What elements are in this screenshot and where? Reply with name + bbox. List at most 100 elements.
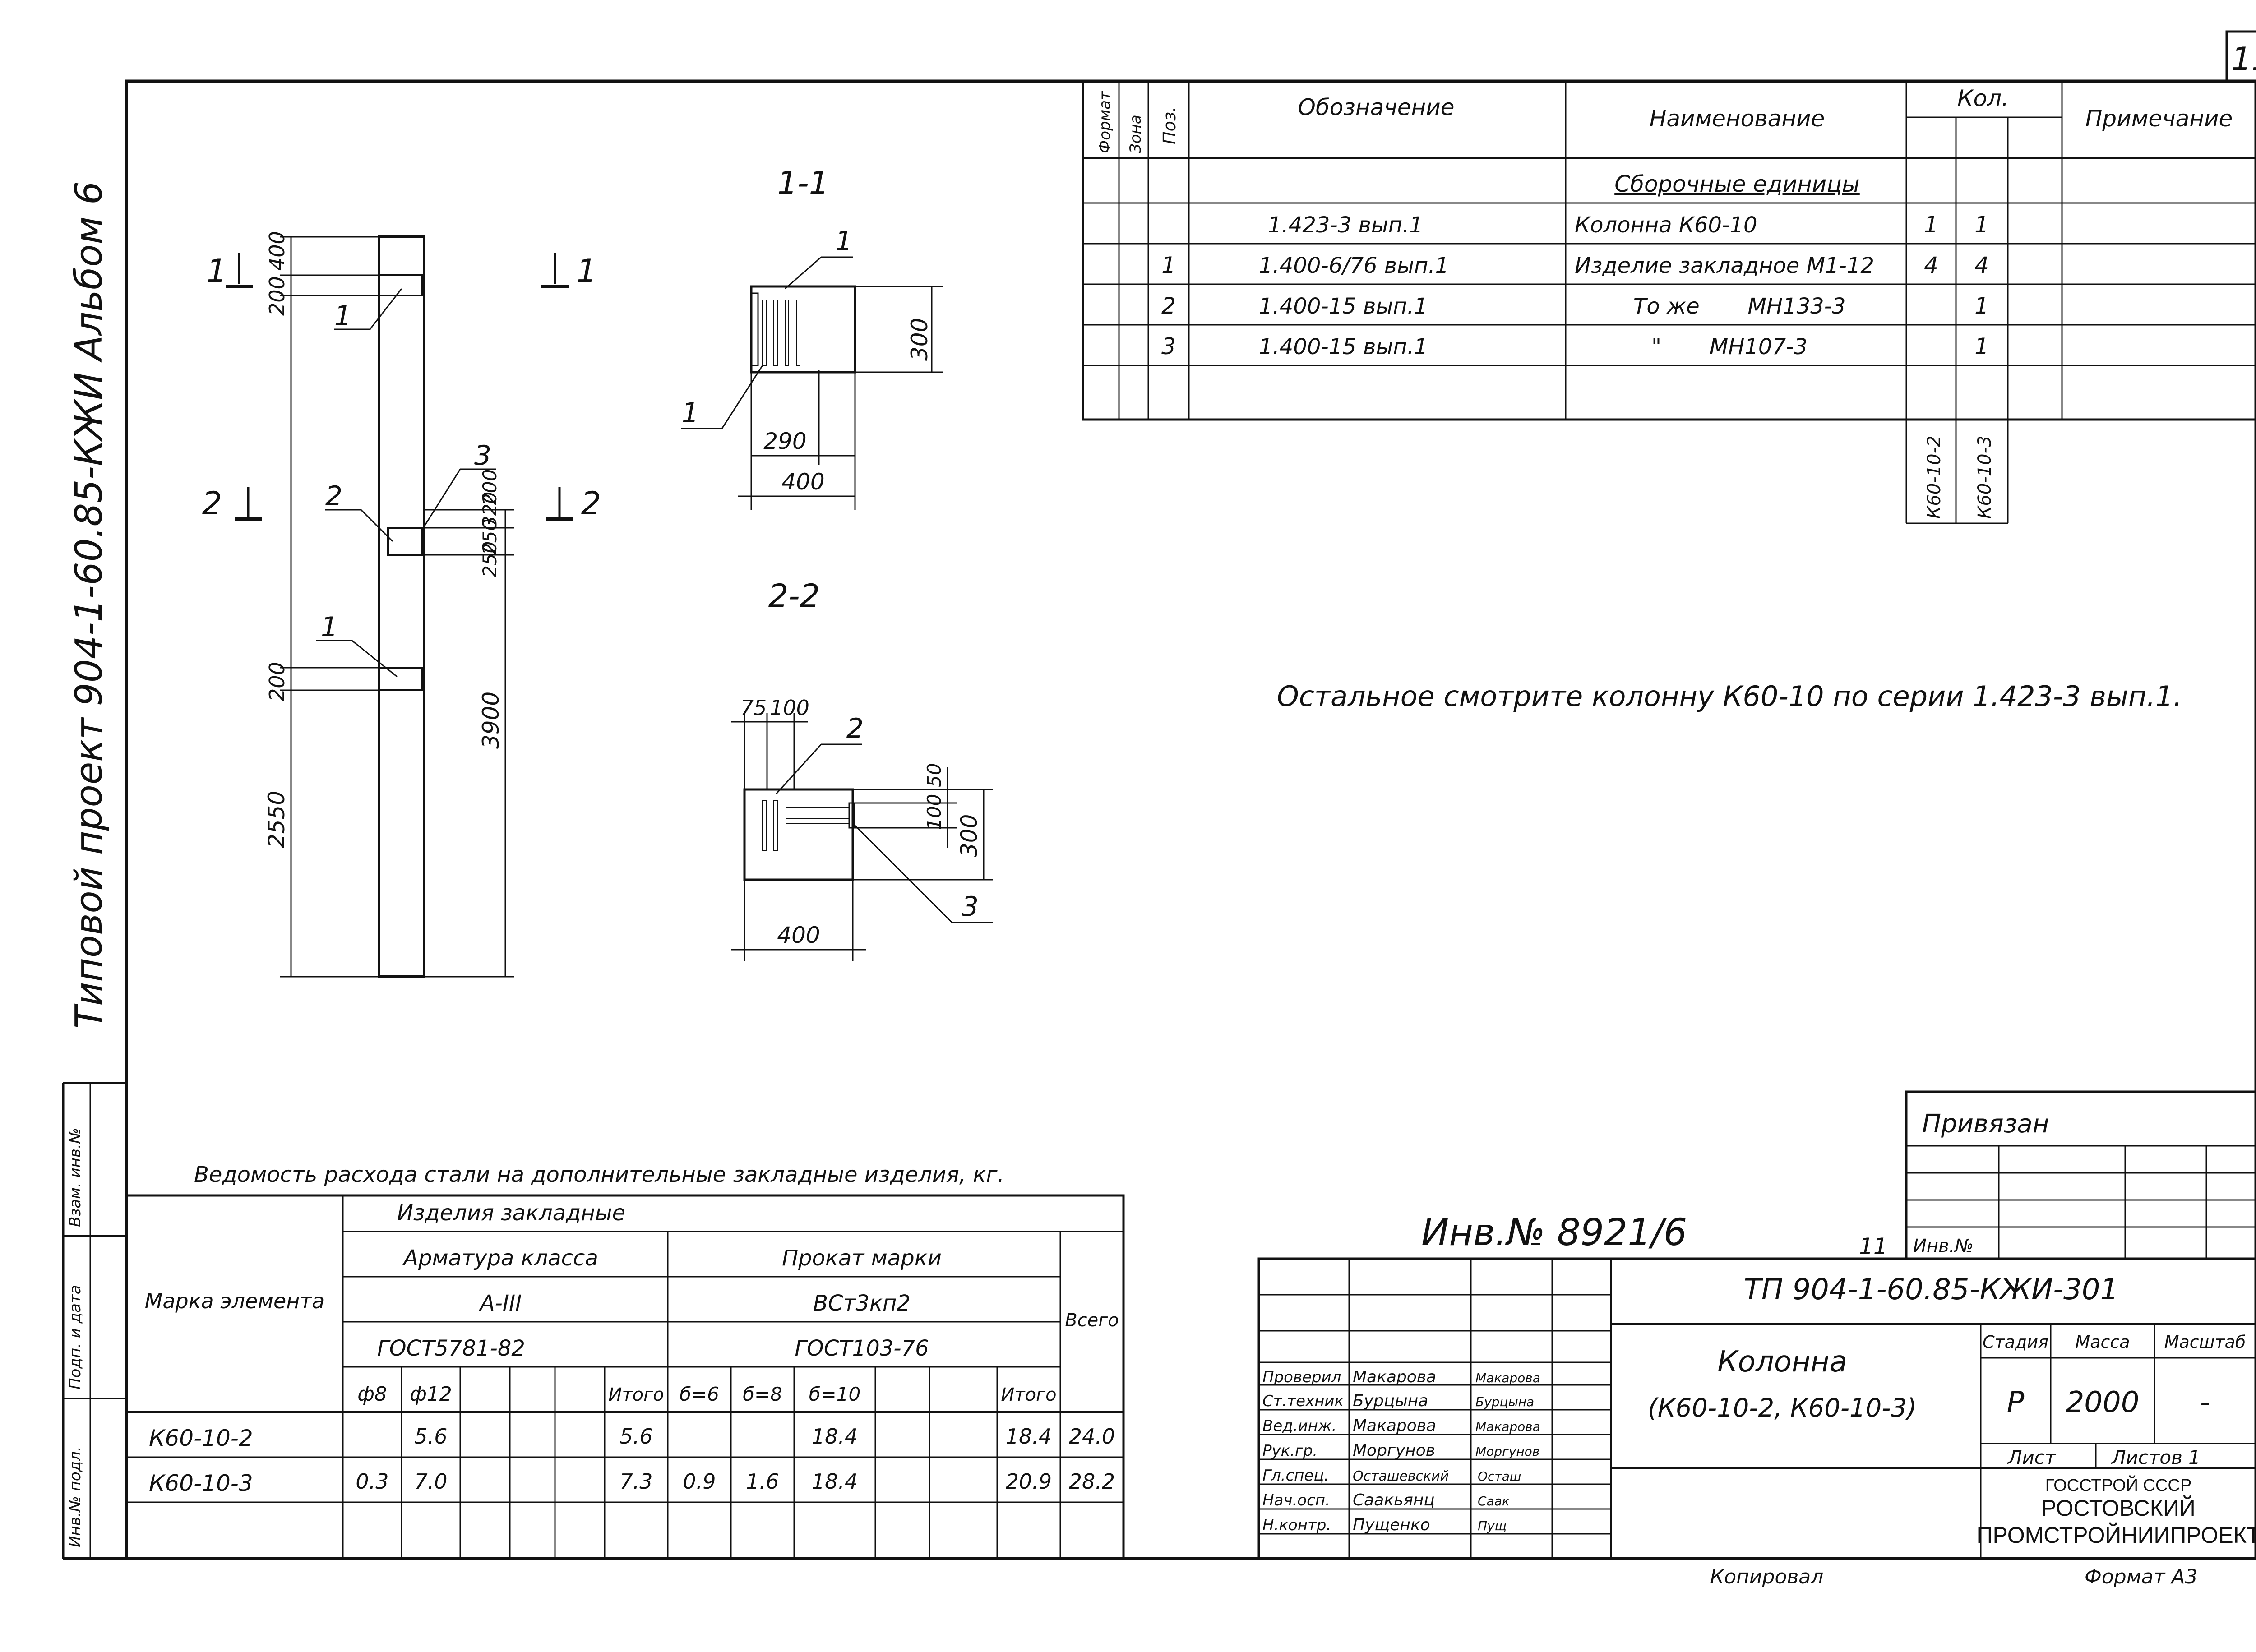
variant-k60-10-2: К60-10-2 [1924,435,1945,519]
header-format: Формат [1096,91,1114,153]
row-designation: 1.400-15 вып.1 [1259,294,1428,319]
dim-75: 75 [740,696,767,720]
dim-200: 200 [479,469,501,505]
column-elevation [226,235,573,978]
role: Н.контр. [1262,1516,1331,1534]
steel-h-rebar-gost: ГОСТ5781-82 [377,1336,525,1361]
role: Нач.осп. [1262,1491,1330,1509]
sub-b10: б=10 [809,1383,861,1405]
callout-3: 3 [962,891,979,923]
row-qty-2: 1 [1974,293,1989,319]
steel-h-rebar-class: А-III [479,1291,522,1316]
section-1-1 [681,256,943,510]
signature: Пущ [1478,1518,1507,1533]
row-name: Колонна К60-10 [1575,212,1757,238]
section-mark-1-right: 1 [577,253,597,290]
steel-h-rolled-gost: ГОСТ103-76 [795,1336,929,1361]
dim-300: 300 [956,814,982,857]
row-name: " МН107-3 [1651,334,1808,360]
callout-1: 1 [682,397,699,429]
row-designation: 1.423-3 вып.1 [1268,212,1423,238]
row-qty-1: 4 [1924,252,1938,278]
dim-200: 200 [265,662,289,701]
steel-h-rolled: Прокат марки [782,1246,942,1271]
dim-3900: 3900 [478,692,504,749]
cell-total: 24.0 [1069,1424,1115,1449]
inventory-sheet: 11 [1859,1233,1888,1260]
page-number: 11 [2231,41,2256,78]
header-note: Примечание [2085,106,2233,132]
row-designation: 1.400-6/76 вып.1 [1259,253,1449,278]
person-name: Моргунов [1353,1441,1435,1460]
sub-itogo: Итого [608,1384,664,1405]
person-name: Макарова [1353,1417,1436,1435]
scale-value: - [2200,1386,2210,1419]
cell: 18.4 [812,1469,858,1494]
cell: 7.0 [414,1469,447,1494]
steel-subheaders: ф8 ф12 Итого б=6 б=8 б=10 Итого [357,1383,1056,1406]
org-line-3: ПРОМСТРОЙНИИПРОЕКТ [1977,1522,2256,1548]
steel-table-title: Ведомость расхода стали на дополнительны… [194,1162,1004,1187]
signatures: Проверил Макарова Макарова Ст.техник Бур… [1262,1368,1540,1534]
drawing-name-2: (К60-10-2, К60-10-3) [1648,1394,1917,1423]
steel-row: К60-10-3 0.3 7.0 7.3 0.9 1.6 18.4 20.9 2… [149,1469,1115,1496]
header-pos: Поз. [1160,106,1179,144]
role: Гл.спец. [1262,1467,1329,1485]
header-zone: Зона [1127,115,1145,153]
row-qty-1: 1 [1924,212,1938,238]
cell: 18.4 [1006,1424,1052,1449]
steel-h-rolled-grade: ВСт3кп2 [813,1291,911,1316]
dim-400: 400 [265,231,289,271]
steel-table [125,1194,1125,1560]
sub-itogo: Итого [1001,1384,1056,1405]
dim-250: 250 [479,519,501,555]
role: Ст.техник [1262,1392,1344,1410]
row-name: Изделие закладное М1-12 [1575,253,1874,278]
signature: Макарова [1475,1371,1540,1385]
role: Вед.инж. [1262,1417,1336,1435]
side-cell-inv: Инв.№ подл. [66,1446,84,1547]
side-cell-sign: Подп. и дата [66,1285,84,1389]
dim-100: 100 [770,696,809,720]
cell: 1.6 [746,1469,779,1494]
side-strip-text: Типовой проект 904-1-60.85-КЖИ Альбом 6 [68,181,111,1029]
org-line-2: РОСТОВСКИЙ [2041,1495,2196,1521]
variant-k60-10-3: К60-10-3 [1974,435,1995,519]
cell-total: 28.2 [1069,1469,1115,1494]
privyazan-inv: Инв.№ [1913,1236,1974,1256]
dim-290: 290 [763,428,806,454]
row-designation: 1.400-15 вып.1 [1259,334,1428,360]
section-mark-2-left: 2 [202,485,222,522]
steel-h-total: Всего [1065,1310,1119,1331]
dim-50: 50 [923,763,945,787]
sheets-label: Листов 1 [2111,1446,2201,1468]
callout-2: 2 [325,480,342,512]
dim-400: 400 [781,469,824,495]
person-name: Саакьянц [1353,1491,1435,1509]
person-name: Бурцына [1353,1392,1428,1410]
section-title: Сборочные единицы [1614,171,1860,197]
dim-400: 400 [777,922,820,948]
row-pos: 2 [1161,293,1176,319]
row-qty-2: 1 [1974,212,1989,238]
cell: 18.4 [812,1424,858,1449]
specification-table [1082,80,2256,524]
signature: Макарова [1475,1419,1540,1434]
cell: 5.6 [619,1424,652,1449]
row-qty-2: 4 [1974,252,1989,278]
note-text: Остальное смотрите колонну К60-10 по сер… [1277,680,2182,713]
section-2-2 [731,713,993,961]
header-designation: Обозначение [1298,94,1455,120]
section-2-2-title: 2-2 [768,577,820,614]
dim-250: 250 [479,541,501,577]
title-block [1257,1257,2256,1560]
sub-b6: б=6 [680,1383,719,1405]
dim-100: 100 [923,794,945,830]
mass-value: 2000 [2066,1386,2140,1419]
role: Рук.гр. [1262,1442,1318,1460]
inventory-number: Инв.№ 8921/6 [1421,1211,1687,1254]
format-label: Формат А3 [2085,1565,2198,1588]
person-name: Осташевский [1353,1468,1449,1484]
sheet-label: Лист [2007,1446,2057,1468]
section-1-1-title: 1-1 [777,165,829,202]
